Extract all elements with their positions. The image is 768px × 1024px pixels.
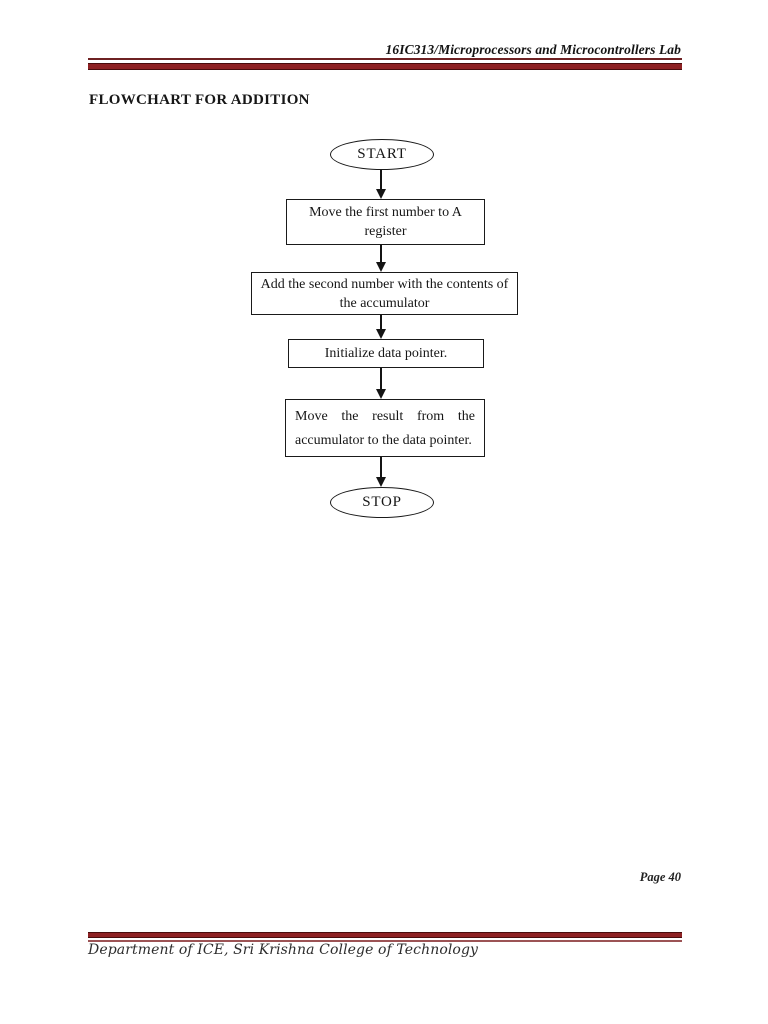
flow-arrow-2 [380,245,382,262]
page-title: FLOWCHART FOR ADDITION [89,92,310,108]
process-line: Initialize data pointer. [324,345,448,361]
process-line: accumulator to the data pointer. [295,433,472,448]
footer-department-label: Department of ICE, Sri Krishna College o… [88,942,479,958]
header-rule-thin-line [88,58,682,60]
process-line: register [364,224,407,239]
flow-node-move-result: Move the result from the accumulator to … [285,399,485,457]
header-course-label: 16IC313/Microprocessors and Microcontrol… [385,42,681,57]
process-line: Move the result from the [295,409,475,424]
stop-label: STOP [362,494,402,510]
footer-rule [88,932,682,942]
flow-arrow-4 [380,368,382,389]
footer-rule-thin-line [88,940,682,942]
footer-rule-thick-line [88,932,682,938]
process-line: Move the first number to A [309,205,462,220]
process-line: Add the second number with the contents … [260,277,509,292]
start-label: START [357,146,407,162]
flow-arrow-1 [380,170,382,189]
flow-node-add-second-number: Add the second number with the contents … [251,272,518,315]
flow-node-start: START [330,139,434,170]
flow-node-initialize-data-pointer: Initialize data pointer. [288,339,484,368]
flow-node-stop: STOP [330,487,434,518]
page-number: Page 40 [639,870,681,884]
header-rule [88,58,682,70]
header-rule-thick-line [88,62,682,70]
flow-arrow-3 [380,315,382,329]
flow-node-move-first-number: Move the first number to A register [286,199,485,245]
flow-arrow-5 [380,457,382,477]
process-line: the accumulator [339,296,430,311]
